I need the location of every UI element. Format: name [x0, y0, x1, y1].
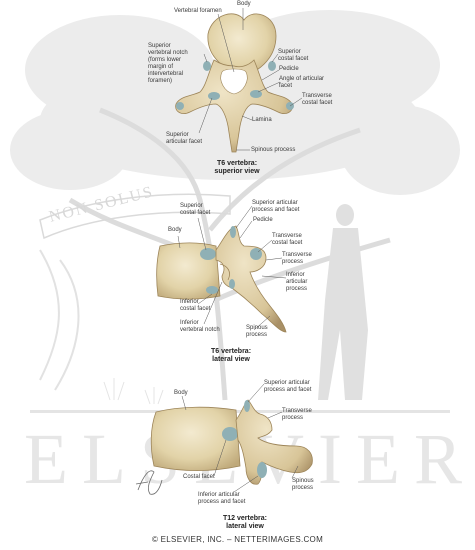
t6-superior-vertebral-foramen — [220, 68, 248, 95]
t12-lateral-costal-facet — [222, 427, 238, 441]
label-t12-body: Body — [174, 390, 188, 396]
label-vertebral-foramen: Vertebral foramen — [174, 8, 222, 14]
label-superior-costal-facet: Superior costal facet — [278, 49, 309, 62]
label-t6-body: Body — [168, 227, 182, 233]
t6-superior-articular-facet-left — [208, 92, 220, 100]
caption-t6-superior-line2: superior view — [214, 168, 260, 175]
label-t6-inferior-articular-process: Inferior articular process — [286, 272, 308, 292]
label-t6-inferior-vertebral-notch: Inferior vertebral notch — [180, 320, 220, 333]
caption-t12-lateral-line1: T12 vertebra: — [223, 515, 267, 522]
label-lamina: Lamina — [252, 117, 272, 123]
t6-transverse-costal-facet-left — [176, 102, 184, 110]
label-pedicle: Pedicle — [279, 66, 299, 72]
label-t12-superior-articular-process: Superior articular process and facet — [264, 380, 312, 393]
label-t12-spinous-process: Spinous process — [292, 478, 314, 491]
label-superior-vertebral-notch: Superior vertebral notch (forms lower ma… — [148, 43, 188, 84]
label-t6-pedicle: Pedicle — [253, 217, 273, 223]
label-t6-transverse-process: Transverse process — [282, 252, 312, 265]
label-t12-costal-facet: Costal facet — [183, 474, 215, 480]
caption-t6-lateral-line1: T6 vertebra: — [210, 348, 252, 355]
label-angle-articular-facet: Angle of articular facet — [279, 76, 325, 89]
label-t6-transverse-costal-facet: Transverse costal facet — [272, 233, 303, 246]
label-t6-spinous-process: Spinous process — [246, 325, 268, 338]
t12-lateral-superior-articular-facet — [244, 400, 250, 412]
caption-t6-lateral-line2: lateral view — [212, 356, 250, 363]
t6-lateral-inferior-costal-facet — [206, 286, 218, 294]
t6-lateral-posterior-elements — [215, 225, 287, 333]
label-spinous-process: Spinous process — [251, 147, 296, 153]
t6-superior-costal-facet-right — [268, 61, 276, 71]
t12-lateral-inferior-articular-facet — [257, 462, 267, 478]
label-body: Body — [237, 1, 251, 7]
t12-lateral-body — [150, 406, 241, 471]
label-t6-superior-articular-process: Superior articular process and facet — [252, 200, 300, 213]
t6-lateral-superior-articular-facet — [230, 226, 236, 238]
t6-superior-articular-facet-right — [250, 90, 262, 98]
caption-t12-lateral-line2: lateral view — [226, 523, 264, 530]
label-t12-inferior-articular-process: Inferior articular process and facet — [198, 492, 246, 505]
label-superior-articular-facet: Superior articular facet — [166, 132, 203, 145]
label-t6-inferior-costal-facet: Inferior costal facet — [180, 299, 211, 312]
t6-superior-arch — [175, 59, 293, 153]
t6-lateral-inferior-articular-facet — [229, 279, 235, 289]
label-transverse-costal-facet: Transverse costal facet — [302, 93, 333, 106]
label-t6-superior-costal-facet: Superior costal facet — [180, 203, 211, 216]
t6-superior-costal-facet-left — [203, 61, 211, 71]
netter-signature — [135, 470, 163, 495]
t12-lateral-posterior-elements — [235, 399, 313, 485]
caption-t6-superior-line1: T6 vertebra: — [216, 160, 258, 167]
t6-lateral-superior-costal-facet — [200, 248, 216, 260]
copyright-footer: © ELSEVIER, INC. – NETTERIMAGES.COM — [151, 535, 324, 544]
label-t12-transverse-process: Transverse process — [282, 408, 312, 421]
